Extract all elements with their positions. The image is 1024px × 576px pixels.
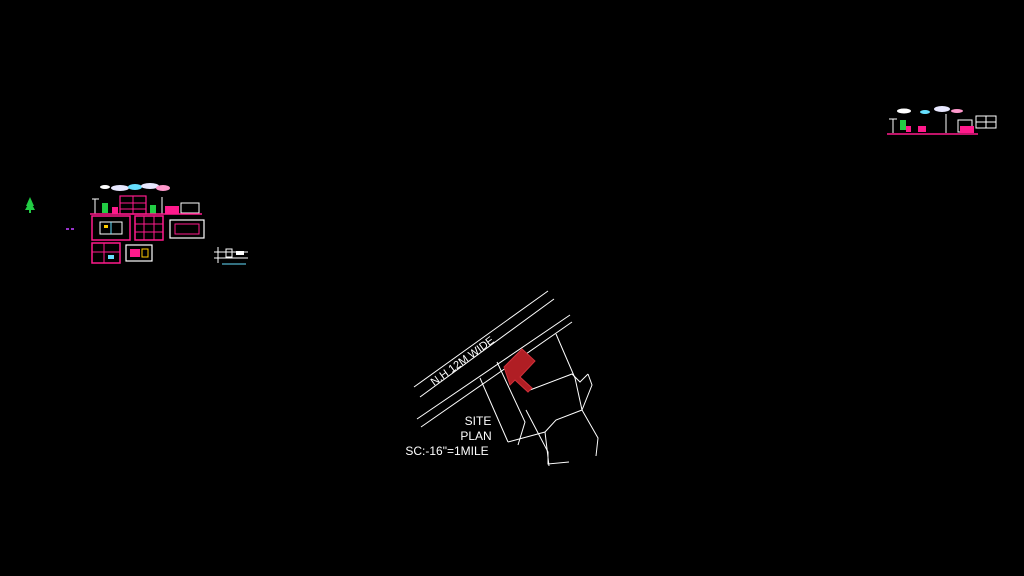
plot-boundary [555, 333, 583, 411]
floor-plan-1 [91, 215, 131, 241]
road-edge [420, 321, 573, 428]
plot-boundary [507, 409, 583, 443]
floor-plan-4 [125, 244, 153, 262]
roof-plan [169, 219, 205, 239]
tree-icon [25, 197, 35, 213]
floor-plan-2 [134, 215, 164, 241]
road-edge [413, 290, 549, 388]
road-label: N.H 12M WIDE [429, 335, 497, 389]
plot-boundary [544, 431, 550, 467]
marker [66, 228, 69, 230]
detail-drawing [214, 247, 248, 265]
elevation-drawing [90, 183, 202, 215]
right-drawing-cluster [887, 106, 997, 135]
road-edge [416, 314, 571, 420]
left-drawing-cluster [25, 183, 248, 265]
building-footprint [503, 348, 536, 393]
site-plan-title-line1: SITE [465, 414, 492, 428]
site-plan [413, 290, 599, 467]
floor-plan-3 [91, 242, 121, 264]
plot-boundary [581, 409, 599, 457]
site-plan-scale: SC:-16"=1MILE [405, 444, 488, 458]
road-edge [419, 298, 555, 398]
plot-boundary [529, 373, 589, 391]
site-plan-title-line2: PLAN [460, 429, 491, 443]
plot-boundary [581, 373, 593, 411]
plot-boundary [496, 361, 526, 446]
plot-boundary [479, 377, 509, 443]
marker [71, 228, 74, 230]
